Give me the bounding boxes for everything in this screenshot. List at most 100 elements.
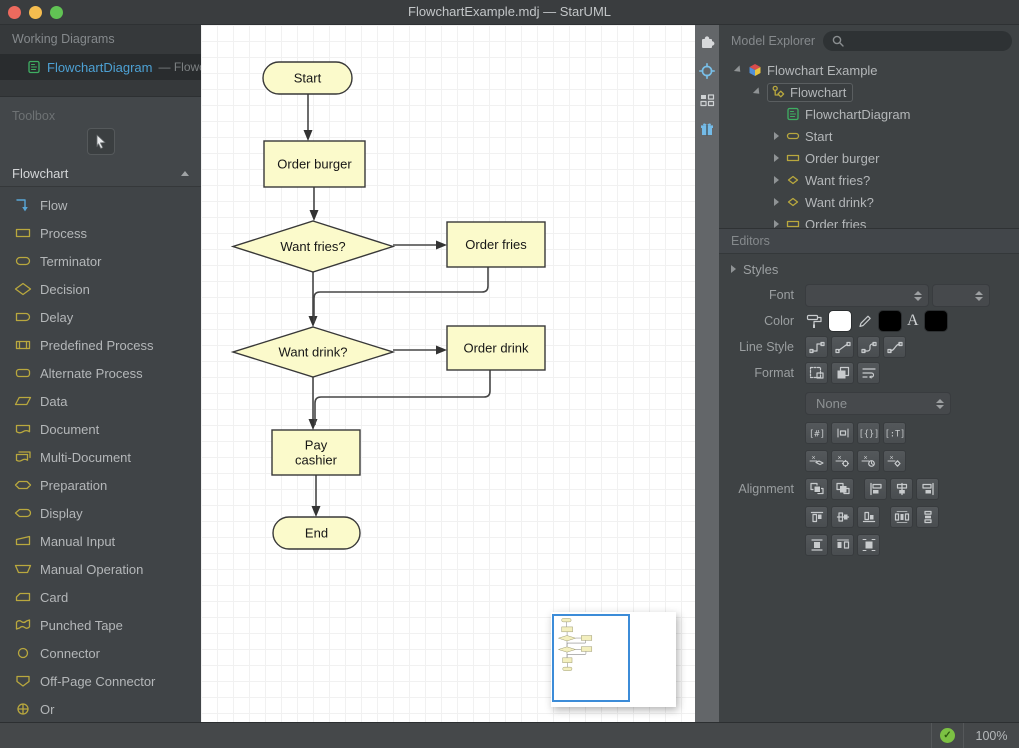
toolbox-item-process[interactable]: Process (0, 219, 201, 247)
tree-item-want-drink-[interactable]: Want drink? (719, 191, 1019, 213)
toolbox-item-manual-operation[interactable]: Manual Operation (0, 555, 201, 583)
fill-color-icon[interactable] (805, 313, 825, 329)
styles-section-toggle[interactable]: Styles (719, 254, 1019, 284)
toolbox-item-display[interactable]: Display (0, 499, 201, 527)
zoom-button[interactable] (50, 6, 63, 19)
word-wrap-button[interactable] (857, 362, 880, 384)
minimap[interactable] (551, 612, 676, 707)
shadow-button[interactable] (831, 362, 854, 384)
toolbox-item-predefined-process[interactable]: Predefined Process (0, 331, 201, 359)
edge-order-drink-to-pay-cashier[interactable] (314, 370, 491, 425)
line-color-swatch[interactable] (878, 310, 902, 332)
align-center-button[interactable] (890, 478, 913, 500)
tree-item-flowchart-example[interactable]: Flowchart Example (719, 59, 1019, 81)
toolbox-item-decision[interactable]: Decision (0, 275, 201, 303)
node-order-burger[interactable]: Order burger (263, 140, 366, 188)
font-size-select[interactable] (932, 284, 990, 307)
line-color-icon[interactable] (855, 313, 875, 329)
distribute-vertical-button[interactable] (916, 506, 939, 528)
line-rounded-button[interactable] (857, 336, 880, 358)
hide-diamond-button[interactable]: × (883, 450, 906, 472)
toolbox-item-preparation[interactable]: Preparation (0, 471, 201, 499)
validation-status[interactable]: ✓ (932, 728, 963, 743)
tree-item-flowchart[interactable]: Flowchart (719, 81, 1019, 103)
node-order-fries[interactable]: Order fries (446, 221, 546, 268)
node-start[interactable]: Start (262, 61, 353, 95)
distribute-horizontal-button[interactable] (890, 506, 913, 528)
same-size-button[interactable] (857, 534, 880, 556)
expander-icon[interactable] (733, 65, 743, 75)
edge-want-fries-to-order-fries[interactable] (393, 240, 447, 250)
edge-want-drink-to-order-drink[interactable] (393, 345, 447, 355)
fit-size-button[interactable] (805, 362, 828, 384)
edge-order-fries-to-want-drink[interactable] (313, 267, 489, 322)
hide-gear-button[interactable]: × (831, 450, 854, 472)
search-input[interactable] (849, 34, 1005, 48)
align-bottom-button[interactable] (857, 506, 880, 528)
same-height-button[interactable] (805, 534, 828, 556)
expander-icon[interactable] (771, 132, 781, 140)
line-curve-button[interactable] (883, 336, 906, 358)
hide-card-button[interactable]: × (805, 450, 828, 472)
expander-icon[interactable] (752, 87, 762, 97)
gift-strip-button[interactable] (698, 120, 716, 137)
minimize-button[interactable] (29, 6, 42, 19)
node-order-drink[interactable]: Order drink (446, 325, 546, 371)
toolbox-item-terminator[interactable]: Terminator (0, 247, 201, 275)
expander-icon[interactable] (771, 198, 781, 206)
tree-item-order-fries[interactable]: Order fries (719, 213, 1019, 228)
show-tag-button[interactable]: [#] (805, 422, 828, 444)
puzzle-strip-button[interactable] (698, 33, 716, 50)
toolbox-item-manual-input[interactable]: Manual Input (0, 527, 201, 555)
node-want-fries[interactable]: Want fries? (230, 220, 396, 273)
send-to-back-button[interactable] (831, 478, 854, 500)
edge-pay-cashier-to-end[interactable] (311, 475, 321, 517)
toolbox-item-alternate-process[interactable]: Alternate Process (0, 359, 201, 387)
toolbox-item-flow[interactable]: Flow (0, 191, 201, 219)
tree-item-order-burger[interactable]: Order burger (719, 147, 1019, 169)
toolbox-item-or[interactable]: Or (0, 695, 201, 722)
expander-icon[interactable] (771, 220, 781, 228)
toolbox-item-delay[interactable]: Delay (0, 303, 201, 331)
grid-strip-button[interactable] (698, 91, 716, 108)
tree-item-start[interactable]: Start (719, 125, 1019, 147)
toolbox-item-punched-tape[interactable]: Punched Tape (0, 611, 201, 639)
expander-icon[interactable] (771, 154, 781, 162)
align-right-button[interactable] (916, 478, 939, 500)
minimap-viewport[interactable] (552, 614, 630, 702)
crosshair-strip-button[interactable] (698, 62, 716, 79)
toolbox-item-multi-document[interactable]: Multi-Document (0, 443, 201, 471)
toolbox-item-card[interactable]: Card (0, 583, 201, 611)
hide-clock-button[interactable]: × (857, 450, 880, 472)
fill-color-swatch[interactable] (828, 310, 852, 332)
align-middle-button[interactable] (831, 506, 854, 528)
bring-to-front-button[interactable] (805, 478, 828, 500)
select-tool-button[interactable] (86, 128, 115, 155)
toolbox-item-connector[interactable]: Connector (0, 639, 201, 667)
edge-want-drink-to-pay-cashier[interactable] (308, 377, 318, 430)
zoom-level[interactable]: 100% (975, 728, 1008, 743)
line-oblique-button[interactable] (831, 336, 854, 358)
align-top-button[interactable] (805, 506, 828, 528)
edge-order-burger-to-want-fries[interactable] (309, 187, 319, 221)
node-end[interactable]: End (272, 516, 361, 550)
align-left-button[interactable] (864, 478, 887, 500)
font-family-select[interactable] (805, 284, 929, 307)
expander-icon[interactable] (771, 176, 781, 184)
font-color-swatch[interactable] (923, 310, 948, 332)
font-color-icon[interactable]: A (907, 312, 919, 329)
show-stereotype-button[interactable] (831, 422, 854, 444)
toolbox-group-flowchart[interactable]: Flowchart (0, 161, 201, 187)
toolbox-item-document[interactable]: Document (0, 415, 201, 443)
tree-item-want-fries-[interactable]: Want fries? (719, 169, 1019, 191)
toolbox-item-data[interactable]: Data (0, 387, 201, 415)
working-diagram-item[interactable]: FlowchartDiagram — Flowcha (0, 54, 201, 80)
line-rectilinear-button[interactable] (805, 336, 828, 358)
close-button[interactable] (8, 6, 21, 19)
toolbox-item-off-page-connector[interactable]: Off-Page Connector (0, 667, 201, 695)
edge-want-fries-to-want-drink[interactable] (308, 272, 318, 327)
stereotype-display-select[interactable]: None (805, 392, 951, 415)
show-type-button[interactable]: [:T] (883, 422, 906, 444)
